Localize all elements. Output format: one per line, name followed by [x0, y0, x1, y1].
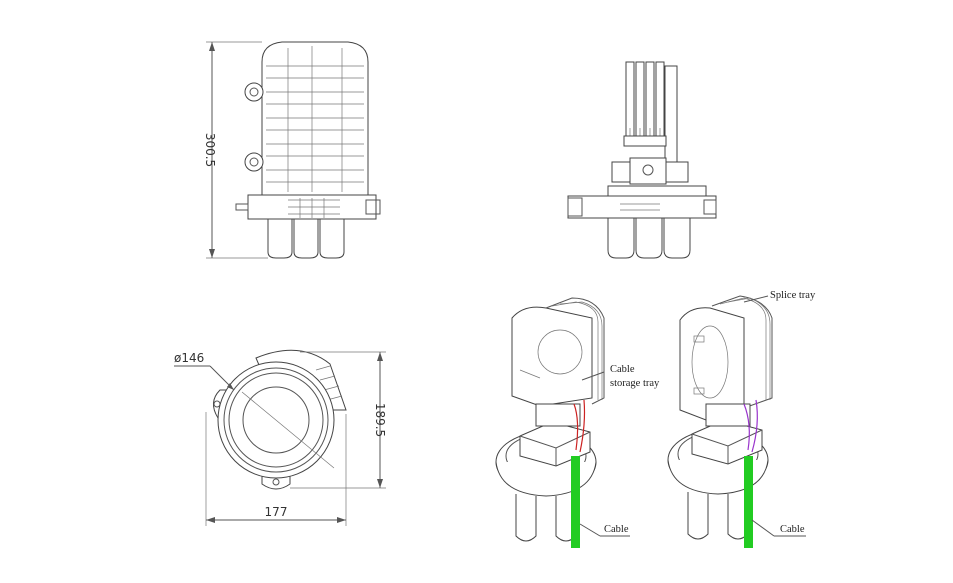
height-dimension-label: 300.5	[203, 133, 217, 167]
splice-tray-label: Splice tray	[770, 290, 816, 301]
cable-right-label: Cable	[780, 524, 805, 535]
top-view: ø146 189.5 177	[174, 349, 387, 526]
cable-storage-tray-label-line2: storage tray	[610, 378, 660, 389]
isometric-left-view: Cable storage tray Cable	[495, 297, 660, 548]
depth-dimension-label: 189.5	[373, 403, 387, 437]
purple-fiber	[743, 403, 750, 451]
cable-storage-tray-label-line1: Cable	[610, 364, 635, 375]
red-fiber	[579, 399, 586, 453]
side-view	[567, 61, 717, 259]
red-fiber	[573, 403, 579, 451]
cable-left-label: Cable	[604, 524, 629, 535]
purple-fiber	[751, 399, 758, 453]
cable-right-green	[744, 456, 753, 548]
cable-left-green	[571, 456, 580, 548]
width-dimension-label: 177	[265, 505, 288, 519]
front-view: 300.5	[203, 41, 381, 259]
isometric-right-view: Splice tray Cable	[667, 290, 816, 548]
diameter-dimension-label: ø146	[174, 351, 204, 365]
